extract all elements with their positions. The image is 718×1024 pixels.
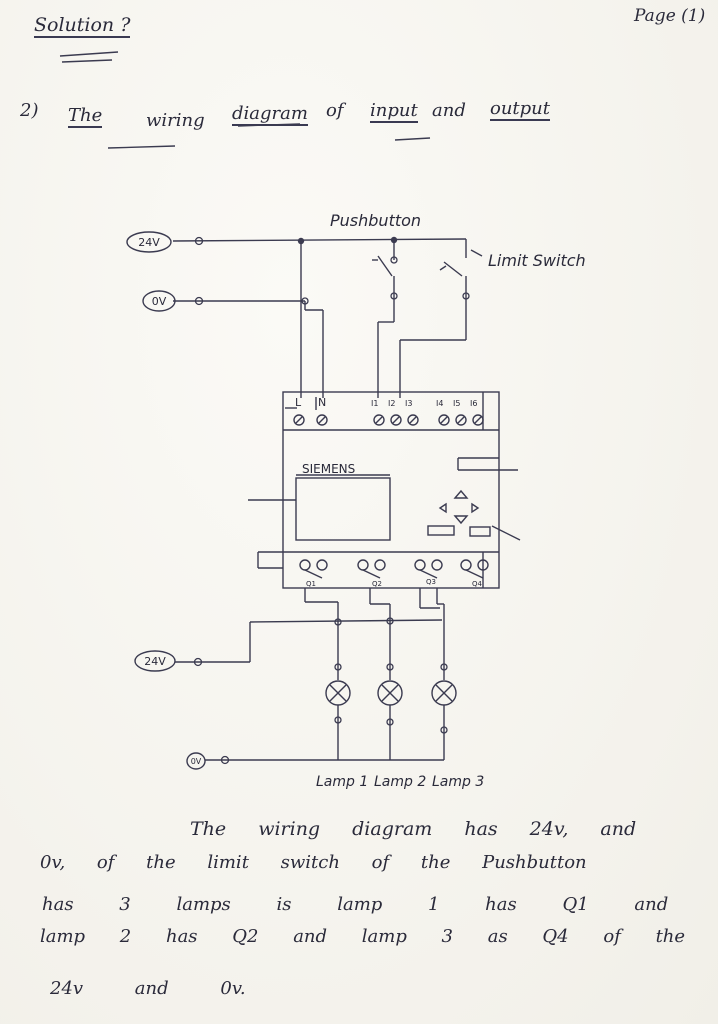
pushbutton-label: Pushbutton [330, 211, 421, 230]
explanation-line-2: 0v, of the limit switch of the Pushbutto… [40, 852, 587, 873]
source-0v-bottom-label: 0V [191, 757, 202, 766]
question-number: 2) [20, 100, 39, 121]
plc-input-i6: I6 [470, 399, 477, 408]
heading-word-input: input [370, 100, 418, 123]
source-24v-top-label: 24V [138, 236, 160, 249]
plc-output-q2: Q2 [372, 580, 382, 588]
explanation-line-5: 24v and 0v. [50, 978, 246, 999]
heading-word-and: and [432, 100, 466, 121]
plc-output-q1: Q1 [306, 580, 316, 588]
explanation-line-4: lamp 2 has Q2 and lamp 3 as Q4 of the [40, 926, 686, 947]
lamp-3-label: Lamp 3 [432, 774, 484, 790]
lamp-1-label: Lamp 1 [316, 774, 368, 790]
plc-input-i1: I1 [371, 399, 378, 408]
source-0v-top-label: 0V [152, 295, 167, 308]
explanation-line-1: The wiring diagram has 24v, and [190, 818, 637, 840]
plc-input-i5: I5 [453, 399, 460, 408]
page-number: Page (1) [634, 6, 706, 26]
plc-input-i4: I4 [436, 399, 443, 408]
heading-word-output: output [490, 98, 551, 121]
explanation-line-3: has 3 lamps is lamp 1 has Q1 and [42, 894, 669, 915]
plc-terminal-n: N [318, 396, 326, 409]
solution-title: Solution ? [34, 14, 131, 38]
source-24v-bottom-label: 24V [144, 655, 166, 668]
plc-input-i2: I2 [388, 399, 395, 408]
heading-word-of: of [326, 100, 344, 121]
heading-word-wiring: wiring [146, 110, 205, 131]
plc-output-q4: Q4 [472, 580, 483, 588]
plc-input-i3: I3 [405, 399, 412, 408]
heading-word-the: The [68, 105, 103, 128]
lamp-2-label: Lamp 2 [374, 774, 426, 790]
plc-output-q3: Q3 [426, 578, 436, 586]
limit-switch-label: Limit Switch [488, 251, 586, 270]
plc-brand-label: SIEMENS [302, 462, 355, 476]
plc-terminal-l: L [295, 396, 302, 409]
